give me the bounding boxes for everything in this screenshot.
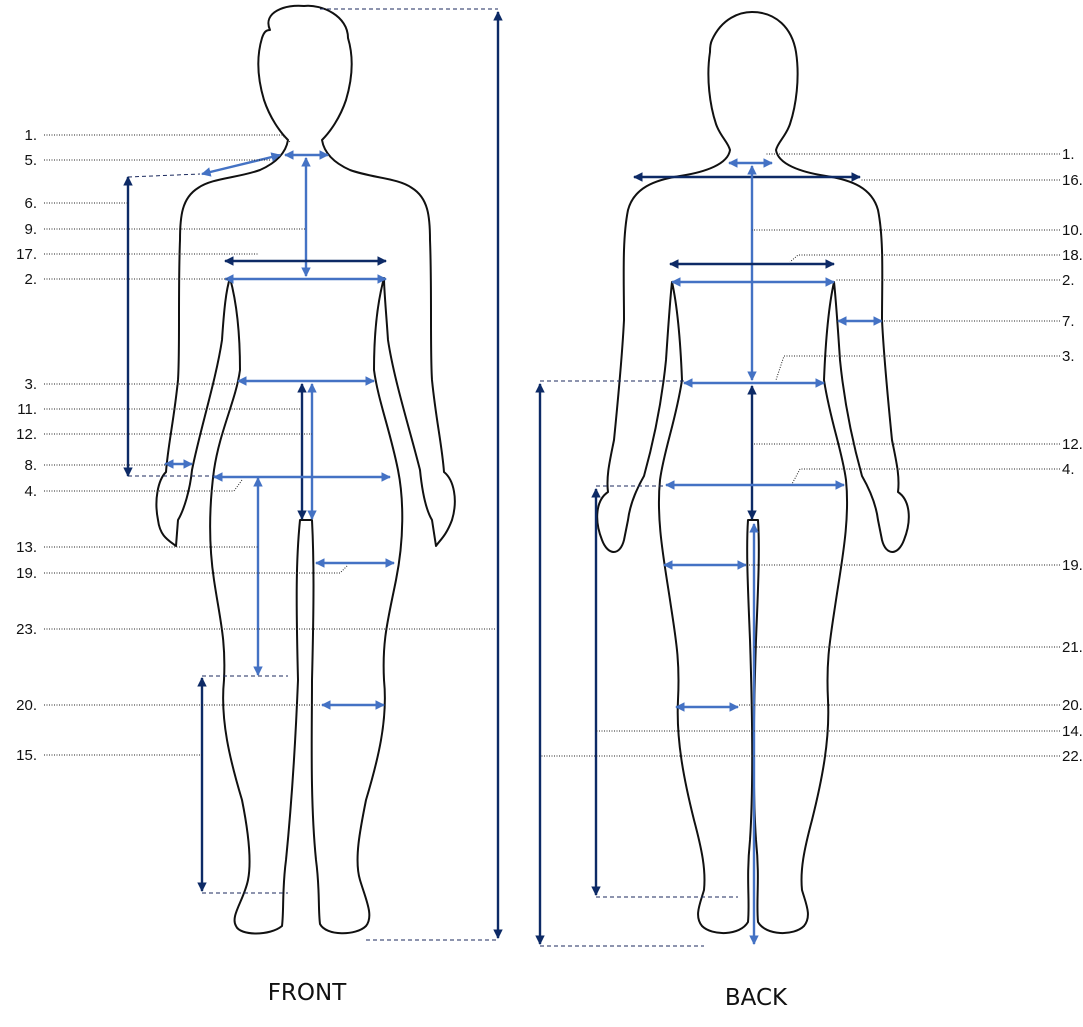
front-leader-1 <box>44 135 290 142</box>
front-label-15: 15. <box>16 747 37 764</box>
back-label-16: 16. <box>1062 172 1083 189</box>
back-label-2: 2. <box>1062 272 1075 289</box>
back-leader-18 <box>790 255 1060 262</box>
back-leader-4 <box>792 469 1060 484</box>
front-label-8: 8. <box>24 457 37 474</box>
back-label-21: 21. <box>1062 639 1083 656</box>
back-label-14: 14. <box>1062 723 1083 740</box>
front-label-13: 13. <box>16 539 37 556</box>
front-label-1: 1. <box>24 127 37 144</box>
front-leader-lines <box>44 135 496 755</box>
back-label-1: 1. <box>1062 146 1075 163</box>
front-label-9: 9. <box>24 221 37 238</box>
front-label-23: 23. <box>16 621 37 638</box>
front-shoulder-arrow <box>202 155 280 174</box>
back-leader-3 <box>776 356 1060 380</box>
back-label-4: 4. <box>1062 461 1075 478</box>
back-label-12: 12. <box>1062 436 1083 453</box>
back-leader-lines <box>540 154 1060 756</box>
back-label-3: 3. <box>1062 348 1075 365</box>
front-label-20: 20. <box>16 697 37 714</box>
back-label-7: 7. <box>1062 313 1075 330</box>
front-leader-19 <box>44 565 348 573</box>
front-label-6: 6. <box>24 195 37 212</box>
front-labels: 1. 5. 6. 9. 17. 2. 3. 11. 12. 8. 4. 13. 19. 23. 20. 15. <box>16 127 37 764</box>
front-label-17: 17. <box>16 246 37 263</box>
back-label-22: 22. <box>1062 748 1083 765</box>
front-view-title: FRONT <box>268 980 348 1006</box>
front-sleeve-guide-top <box>128 174 200 177</box>
front-label-19: 19. <box>16 565 37 582</box>
back-labels: 1. 16. 10. 18. 2. 7. 3. 12. 4. 19. 21. 20. 14. 22. <box>1062 146 1083 765</box>
front-label-5: 5. <box>24 152 37 169</box>
back-label-18: 18. <box>1062 247 1083 264</box>
front-label-3: 3. <box>24 376 37 393</box>
front-label-2: 2. <box>24 271 37 288</box>
back-label-10: 10. <box>1062 222 1083 239</box>
back-view-title: BACK <box>725 985 788 1011</box>
back-label-19: 19. <box>1062 557 1083 574</box>
back-label-20: 20. <box>1062 697 1083 714</box>
back-measure-arrows <box>540 163 882 946</box>
front-label-4: 4. <box>24 483 37 500</box>
front-label-12: 12. <box>16 426 37 443</box>
front-label-11: 11. <box>17 401 37 418</box>
